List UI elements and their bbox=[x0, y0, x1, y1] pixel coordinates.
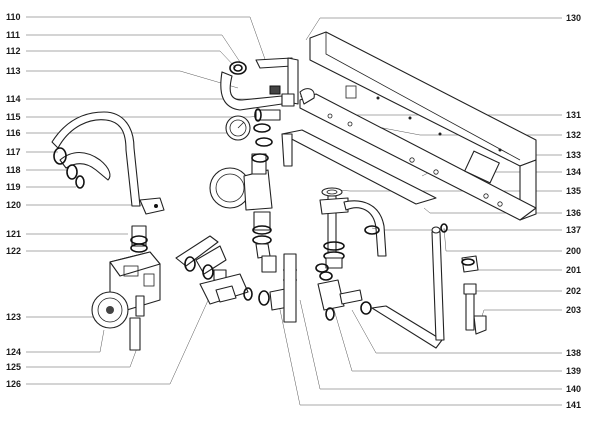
callout-122: 122 bbox=[6, 246, 21, 256]
callout-133: 133 bbox=[566, 150, 581, 160]
callout-112: 112 bbox=[6, 46, 21, 56]
cold-water-pipe bbox=[315, 226, 445, 349]
callout-141: 141 bbox=[566, 400, 581, 410]
callout-203: 203 bbox=[566, 305, 581, 315]
callout-119: 119 bbox=[6, 182, 21, 192]
callout-125: 125 bbox=[6, 362, 21, 372]
callout-116: 116 bbox=[6, 128, 21, 138]
diverter-assembly bbox=[175, 235, 297, 323]
callout-132: 132 bbox=[566, 130, 581, 140]
callout-200: 200 bbox=[566, 246, 581, 256]
callout-111: 111 bbox=[6, 30, 20, 40]
leader-140 bbox=[299, 299, 562, 390]
leader-125 bbox=[26, 339, 141, 368]
leader-203 bbox=[479, 309, 562, 323]
leader-138 bbox=[351, 309, 562, 354]
leader-201 bbox=[469, 261, 562, 271]
callout-139: 139 bbox=[566, 366, 581, 376]
leader-126 bbox=[26, 295, 211, 385]
callout-131: 131 bbox=[566, 110, 581, 120]
callout-114: 114 bbox=[6, 94, 21, 104]
leader-124 bbox=[26, 329, 105, 353]
leader-111 bbox=[26, 34, 241, 63]
siphon-assembly bbox=[319, 187, 387, 269]
leader-113 bbox=[26, 70, 239, 89]
callout-140: 140 bbox=[566, 384, 581, 394]
leader-115 bbox=[26, 115, 263, 118]
callout-136: 136 bbox=[566, 208, 581, 218]
pressure-gauge-116 bbox=[225, 108, 281, 141]
callout-117: 117 bbox=[6, 147, 21, 157]
flow-pipe-assembly bbox=[220, 57, 315, 111]
leader-141 bbox=[277, 299, 562, 406]
callout-121: 121 bbox=[6, 229, 21, 239]
callout-115: 115 bbox=[6, 112, 21, 122]
clip-114-icon bbox=[299, 88, 315, 105]
leader-112 bbox=[26, 50, 237, 69]
callout-120: 120 bbox=[6, 200, 21, 210]
clip-120-icon bbox=[139, 197, 165, 215]
fill-valve-assembly bbox=[440, 223, 487, 335]
leader-137 bbox=[371, 227, 562, 231]
callout-130: 130 bbox=[566, 13, 581, 23]
callout-134: 134 bbox=[566, 167, 581, 177]
circulating-pump bbox=[209, 137, 273, 259]
callout-123: 123 bbox=[6, 312, 21, 322]
callout-110: 110 bbox=[6, 12, 21, 22]
leader-110 bbox=[26, 16, 267, 63]
leader-200 bbox=[443, 227, 562, 252]
callout-118: 118 bbox=[6, 165, 21, 175]
return-pipe-assembly bbox=[51, 111, 165, 215]
callout-135: 135 bbox=[566, 186, 581, 196]
callout-201: 201 bbox=[566, 265, 581, 275]
right-callouts: 130 131 132 133 134 135 136 137 200 201 … bbox=[566, 13, 581, 410]
leader-139 bbox=[329, 295, 562, 372]
left-callouts: 110 111 112 113 114 115 116 117 118 119 … bbox=[6, 12, 21, 389]
leader-130 bbox=[305, 17, 562, 41]
callout-137: 137 bbox=[566, 225, 581, 235]
callout-138: 138 bbox=[566, 348, 581, 358]
leader-136 bbox=[423, 207, 562, 214]
callout-124: 124 bbox=[6, 347, 21, 357]
callout-126: 126 bbox=[6, 379, 21, 389]
callout-113: 113 bbox=[6, 66, 21, 76]
flow-pipe-131 bbox=[253, 123, 437, 205]
gas-valve-123 bbox=[91, 225, 161, 351]
callout-202: 202 bbox=[566, 286, 581, 296]
o-ring-111-icon bbox=[229, 61, 247, 75]
